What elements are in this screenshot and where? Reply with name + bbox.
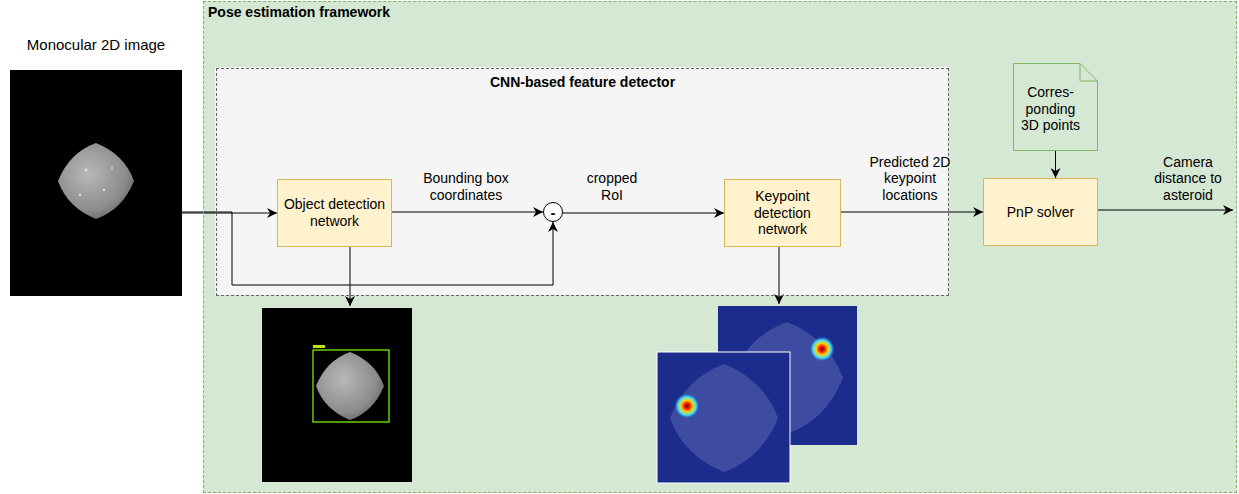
document-fold <box>1080 64 1098 82</box>
output-arrow <box>1097 210 1233 211</box>
edge-label: cropped RoI <box>576 170 648 204</box>
connector <box>182 213 277 214</box>
connector <box>563 213 724 214</box>
box-label: PnP solver <box>1007 204 1074 221</box>
connector <box>392 212 543 213</box>
bounding-box <box>313 350 389 422</box>
asteroid-spots <box>79 167 113 196</box>
image-heading: Monocular 2D image <box>10 36 182 53</box>
edge-label: Bounding box coordinates <box>406 170 526 204</box>
box-label: Keypoint detection network <box>729 188 836 238</box>
operator-circle: - <box>543 202 563 222</box>
operator-sign: - <box>551 205 556 220</box>
box-tag <box>313 345 325 348</box>
asteroid <box>316 352 384 420</box>
output-label: Camera distance to asteroid <box>1146 154 1230 204</box>
input-image <box>10 70 182 296</box>
region-title: CNN-based feature detector <box>217 69 948 90</box>
framework-region: Pose estimation frameworkCNN-based featu… <box>203 1 1237 493</box>
region-title: Pose estimation framework <box>204 2 1236 22</box>
leader-arrow <box>350 245 351 306</box>
detector-region: CNN-based feature detectorObject detecti… <box>216 68 949 296</box>
heatmap <box>657 352 790 483</box>
heatmap-peak <box>674 393 700 419</box>
connector <box>1055 151 1056 178</box>
process-box: Object detection network <box>277 179 392 247</box>
heatmap-peak <box>809 336 835 362</box>
edge-label: Predicted 2D keypoint locations <box>868 154 952 204</box>
process-box: PnP solver <box>983 178 1098 246</box>
document-body <box>1014 64 1098 151</box>
connector <box>841 212 983 213</box>
process-box: Keypoint detection network <box>724 179 841 247</box>
asteroid <box>58 143 134 219</box>
heatmap-asteroid <box>670 364 778 472</box>
document-shape: Corres- ponding 3D points <box>1013 63 1098 151</box>
image-node: Monocular 2D image <box>10 70 182 296</box>
detector-fill <box>215 67 948 295</box>
detection-thumbnail <box>262 308 412 482</box>
document-label: Corres- ponding 3D points <box>1017 84 1084 134</box>
box-label: Object detection network <box>282 196 387 230</box>
framework-fill <box>203 1 1237 493</box>
